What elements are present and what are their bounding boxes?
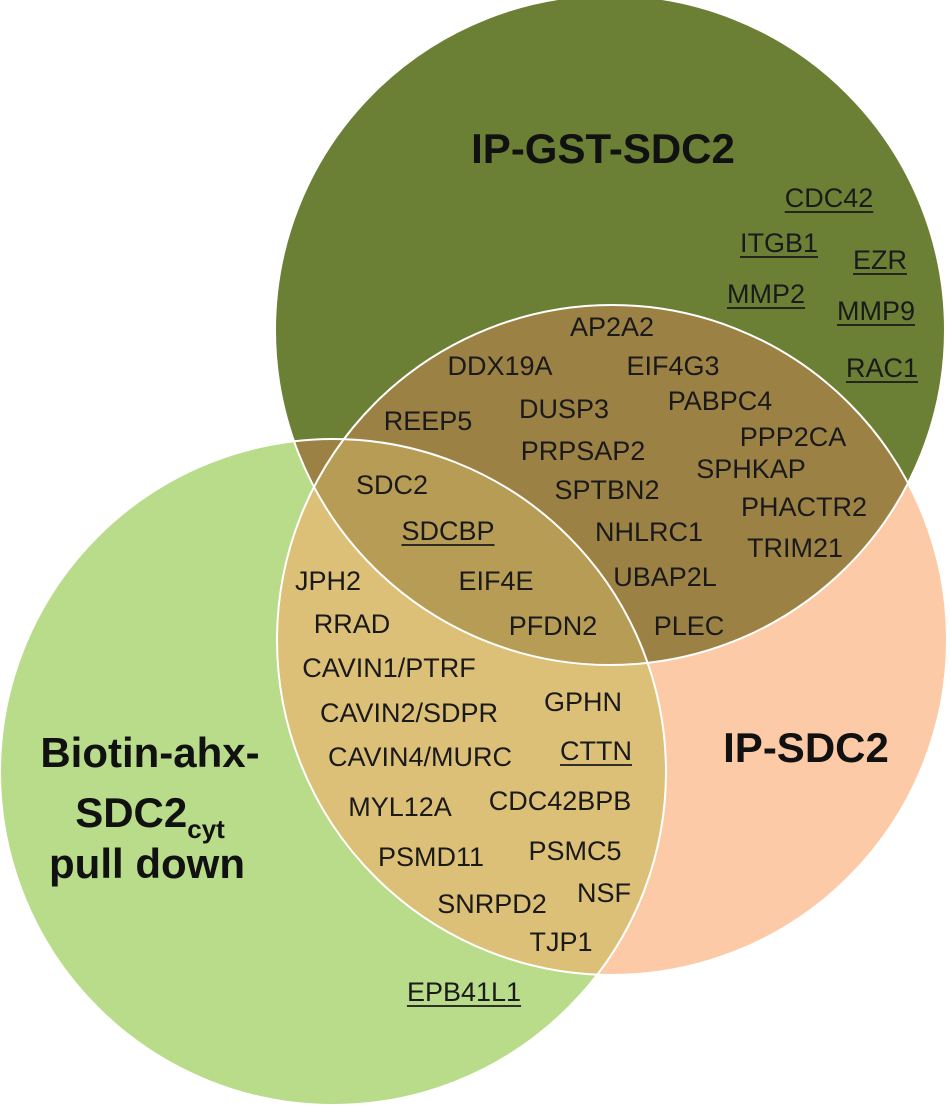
gene-label: PABPC4 (668, 386, 773, 416)
gene-label: CAVIN1/PTRF (302, 653, 476, 683)
gene-label: SPTBN2 (554, 475, 659, 505)
gene-label: EIF4G3 (626, 351, 719, 381)
overlap-all-three (277, 439, 666, 665)
gene-label: SNRPD2 (437, 889, 547, 919)
region-all-three: SDC2 SDCBP EIF4E PFDN2 (356, 470, 597, 641)
title-biotin-line2-main: SDC2 (75, 789, 187, 836)
gene-label: GPHN (544, 687, 622, 717)
region-gst-and-ip: AP2A2 DDX19A EIF4G3 REEP5 DUSP3 PABPC4 P… (384, 312, 867, 641)
gene-label: JPH2 (295, 566, 361, 596)
gene-label: MYL12A (348, 792, 452, 822)
gene-label: TRIM21 (747, 533, 843, 563)
region-gst-only: CDC42 ITGB1 EZR MMP2 MMP9 RAC1 (727, 183, 918, 383)
title-ip-gst-sdc2: IP-GST-SDC2 (471, 125, 735, 172)
gene-label: SPHKAP (696, 454, 806, 484)
title-biotin-line2-sub: cyt (187, 814, 225, 844)
gene-label: TJP1 (529, 927, 592, 957)
gene-label: MMP9 (837, 296, 915, 326)
gene-label: MMP2 (727, 279, 805, 309)
gene-label: NHLRC1 (595, 517, 703, 547)
gene-label: ITGB1 (740, 228, 818, 258)
gene-label: DDX19A (447, 351, 552, 381)
gene-label: PHACTR2 (741, 492, 867, 522)
gene-label: PRPSAP2 (521, 436, 646, 466)
title-biotin-line1: Biotin-ahx- (40, 729, 259, 776)
region-biotin-only: EPB41L1 (407, 977, 521, 1007)
gene-label: RAC1 (846, 353, 918, 383)
underline-marks (401, 211, 919, 1007)
gene-label: DUSP3 (519, 394, 609, 424)
gene-label: CTTN (560, 736, 632, 766)
gene-label: CDC42BPB (489, 786, 632, 816)
gene-label: EPB41L1 (407, 977, 521, 1007)
title-biotin-line2: SDC2cyt (75, 789, 225, 844)
gene-label: PSMD11 (378, 842, 484, 872)
gene-label: AP2A2 (570, 312, 654, 342)
gene-label: CAVIN2/SDPR (320, 698, 498, 728)
gene-label: PSMC5 (528, 836, 621, 866)
gene-label: EZR (853, 245, 907, 275)
gene-label: NSF (577, 878, 631, 908)
title-biotin-line3: pull down (49, 840, 245, 887)
region-ip-and-biotin: JPH2 RRAD CAVIN1/PTRF GPHN CAVIN2/SDPR C… (295, 566, 632, 957)
gene-label: CDC42 (785, 183, 874, 213)
gene-label: CAVIN4/MURC (328, 742, 512, 772)
gene-label: RRAD (314, 609, 391, 639)
gene-label: PLEC (654, 611, 725, 641)
gene-label: UBAP2L (613, 562, 717, 592)
gene-label: REEP5 (384, 406, 473, 436)
gene-label: SDC2 (356, 470, 428, 500)
title-ip-sdc2: IP-SDC2 (723, 724, 889, 771)
gene-label: SDCBP (401, 516, 494, 546)
gene-label: EIF4E (458, 566, 533, 596)
gene-label: PFDN2 (509, 611, 598, 641)
gene-label: PPP2CA (740, 422, 847, 452)
